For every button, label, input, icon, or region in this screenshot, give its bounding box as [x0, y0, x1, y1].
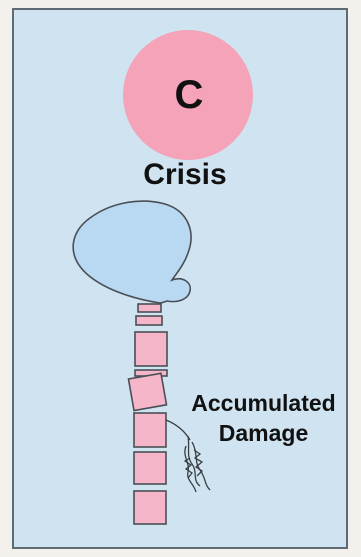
stalk-segment: [135, 332, 167, 366]
stalk-segment-tilted: [128, 373, 166, 410]
diagram-title: Crisis: [90, 158, 280, 192]
stalk-segment: [138, 304, 161, 312]
stalk-segment: [136, 316, 162, 325]
chromosome-head: [73, 201, 191, 303]
annotation-line-1: Accumulated: [176, 388, 351, 418]
annotation-line-2: Damage: [176, 418, 351, 448]
stalk-segment: [134, 452, 166, 484]
chromosome-stalk: [128, 304, 167, 524]
circle-letter: C: [124, 45, 254, 145]
stalk-segment: [134, 491, 166, 524]
damage-annotation: Accumulated Damage: [176, 388, 351, 448]
stalk-segment: [134, 413, 166, 447]
